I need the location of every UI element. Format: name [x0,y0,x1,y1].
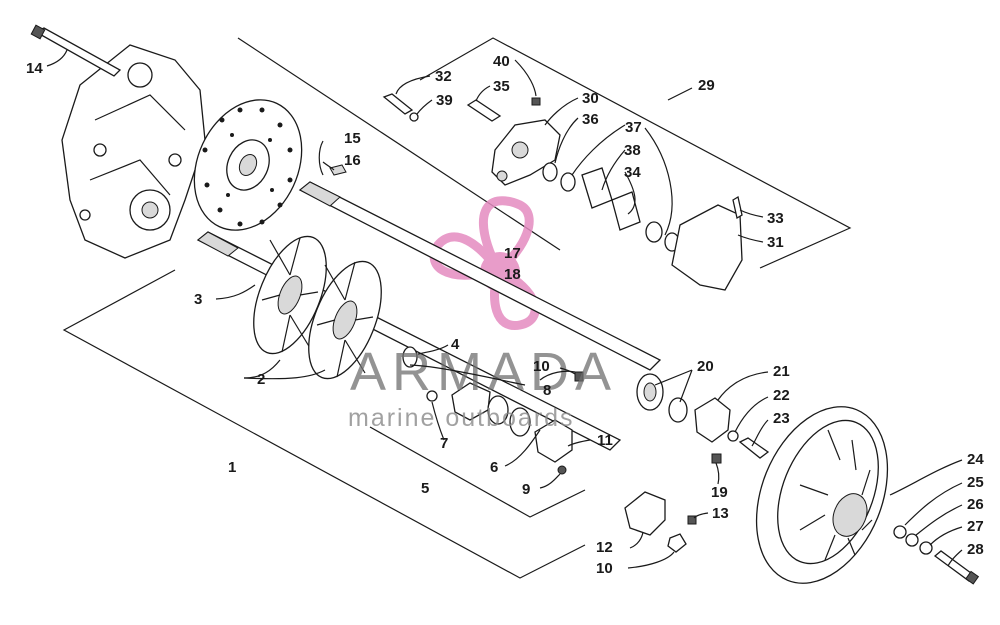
driven-pulley [755,406,980,585]
watermark-text: ARMADA marine outboards [348,342,617,432]
callout-13: 13 [712,505,729,522]
callout-6: 6 [490,459,498,476]
leader-lines [46,49,963,569]
nut-9 [557,465,567,475]
chaincase-housing [61,44,206,259]
washer-27 [919,541,933,555]
watermark-title: ARMADA [350,342,617,402]
brake-caliper-assembly [382,93,743,291]
callout-35: 35 [493,78,510,95]
callout-3: 3 [194,291,202,308]
callout-29: 29 [698,77,715,94]
nut-10-upper [574,371,584,382]
callout-17: 17 [504,245,521,262]
callout-26: 26 [967,496,984,513]
bearing-housing-12 [624,491,666,536]
callout-21: 21 [773,363,790,380]
callout-5: 5 [421,480,429,497]
flange-8 [534,419,573,463]
bleeder-33 [732,195,743,220]
ring-36 [542,162,558,182]
callout-25: 25 [967,474,984,491]
clip-40 [531,97,541,106]
callout-14: 14 [26,60,43,77]
caliper-bolt-32 [382,93,414,115]
callout-10-lower: 10 [596,560,613,577]
callout-22: 22 [773,387,790,404]
callout-34: 34 [624,164,641,181]
bearing-flange-group [402,346,697,553]
callout-38: 38 [624,142,641,159]
washer-7 [426,390,438,402]
callout-1: 1 [228,459,236,476]
callout-27: 27 [967,518,984,535]
callout-18: 18 [504,266,521,283]
callout-36: 36 [582,111,599,128]
spacer-23 [738,437,770,459]
callout-10-upper: 10 [533,358,550,375]
callout-31: 31 [767,234,784,251]
flange-21 [694,397,731,443]
key-16 [329,164,347,176]
washer-25 [893,525,907,539]
drive-sprocket-right [308,260,382,380]
callout-16: 16 [344,152,361,169]
callout-37: 37 [625,119,642,136]
watermark-subtitle: marine outboards [348,404,575,432]
pin-35 [466,99,502,122]
bearing-6 [487,395,509,425]
callout-32: 32 [435,68,452,85]
nut-13 [687,515,697,525]
callout-30: 30 [582,90,599,107]
group-frames [62,37,852,579]
brake-pad-37 [611,191,641,231]
brake-disc [193,99,303,231]
callout-9: 9 [522,481,530,498]
watermark-propeller [429,196,540,330]
caliper-housing-31 [671,204,743,291]
callout-15: 15 [344,130,361,147]
washer-26 [905,533,919,547]
spacer-4 [402,346,418,368]
callout-8: 8 [543,382,551,399]
piston-ring [645,221,663,243]
washer-22 [727,430,739,442]
right-bearing-group [636,373,770,464]
brake-pad-34 [581,167,613,209]
callout-39: 39 [436,92,453,109]
callout-labels: 1 2 3 4 5 6 7 8 9 10 10 11 12 13 14 15 1… [26,53,984,577]
callout-2: 2 [257,371,265,388]
callout-33: 33 [767,210,784,227]
bolt-19 [711,453,722,464]
bolt-14 [30,24,122,77]
callout-7: 7 [440,435,448,452]
callout-28: 28 [967,541,984,558]
callout-23: 23 [773,410,790,427]
jackshaft [298,181,662,371]
callout-20: 20 [697,358,714,375]
callout-12: 12 [596,539,613,556]
callout-11: 11 [597,432,613,449]
callout-19: 19 [711,484,728,501]
nut-10-lower [667,533,687,553]
callout-40: 40 [493,53,510,70]
callout-24: 24 [967,451,984,468]
callout-4: 4 [451,336,460,353]
washer-39 [409,112,419,122]
ring-38 [560,172,576,192]
